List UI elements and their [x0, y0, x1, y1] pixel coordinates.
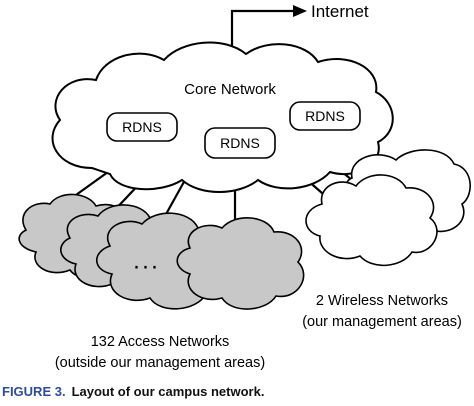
- wireless-networks-sublabel: (our management areas): [302, 314, 462, 330]
- arrow-right-icon: [293, 5, 307, 17]
- internet-uplink: [230, 5, 307, 48]
- access-cloud-4: [176, 217, 305, 310]
- access-ellipsis: ···: [133, 253, 160, 280]
- core-network-cloud: [51, 41, 394, 193]
- wireless-network-clouds: [305, 149, 471, 267]
- wireless-networks-label: 2 Wireless Networks: [316, 293, 448, 309]
- uplink-line: [230, 9, 295, 48]
- rdns-label: RDNS: [220, 135, 260, 151]
- rdns-box: [106, 112, 178, 142]
- access-networks-label: 132 Access Networks: [91, 334, 230, 350]
- access-networks-sublabel: (outside our management areas): [55, 355, 265, 371]
- rdns-label: RDNS: [122, 119, 162, 135]
- rdns-label: RDNS: [305, 108, 345, 124]
- rdns-box: [289, 101, 361, 131]
- rdns-server-3: RDNS: [289, 101, 361, 131]
- rdns-box: [204, 127, 276, 159]
- figure-number: FIGURE 3.: [2, 384, 66, 399]
- access-network-clouds: [18, 193, 305, 310]
- core-network-label: Core Network: [184, 81, 276, 98]
- rdns-server-1: RDNS: [106, 112, 178, 142]
- rdns-server-2: RDNS: [204, 127, 276, 159]
- figure-caption: FIGURE 3. Layout of our campus network.: [2, 384, 472, 399]
- internet-label: Internet: [311, 2, 369, 21]
- wireless-cloud-front: [305, 174, 438, 267]
- caption-text: Layout of our campus network.: [71, 384, 265, 399]
